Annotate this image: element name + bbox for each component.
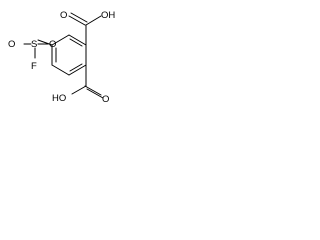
bottom-hydroxyl-label: HO <box>52 93 66 104</box>
ring-double-bond-2 <box>69 63 83 72</box>
sulfonyl-fluoride-group: O S O F <box>8 39 56 72</box>
bottom-carbonyl-bond-a <box>84 85 102 96</box>
bottom-carbonyl-bond-b <box>86 88 104 99</box>
top-carbonyl-bond-a <box>68 15 86 26</box>
structure-diagram: O OH HO O O S O F <box>0 0 123 116</box>
benzene-ring <box>51 34 87 76</box>
sulfonyl-oxygen-left-label: O <box>8 39 15 50</box>
ring-bond-1 <box>68 34 87 46</box>
bottom-oxygen-label: O <box>102 94 109 105</box>
sulfonyl-oxygen-right-label: O <box>49 39 56 50</box>
top-hydroxyl-label: OH <box>101 10 115 21</box>
bottom-hydroxyl-bond <box>71 85 87 95</box>
fluorine-label: F <box>31 61 37 72</box>
top-carbonyl-bond-b <box>70 12 88 23</box>
ring-double-bond-1 <box>69 38 83 47</box>
top-hydroxyl-bond <box>85 15 102 26</box>
sulfur-ring-bond <box>37 39 53 46</box>
ring-bond-3 <box>68 64 87 76</box>
top-oxygen-label: O <box>60 10 67 21</box>
sulfur-label: S <box>31 39 37 50</box>
top-carboxyl-group: O OH <box>60 10 115 46</box>
molecule-structure: O OH HO O O S O F <box>8 10 115 105</box>
ring-bond-4 <box>51 64 70 76</box>
ring-bond-6 <box>51 34 70 46</box>
bottom-carboxyl-group: HO O <box>52 64 109 105</box>
